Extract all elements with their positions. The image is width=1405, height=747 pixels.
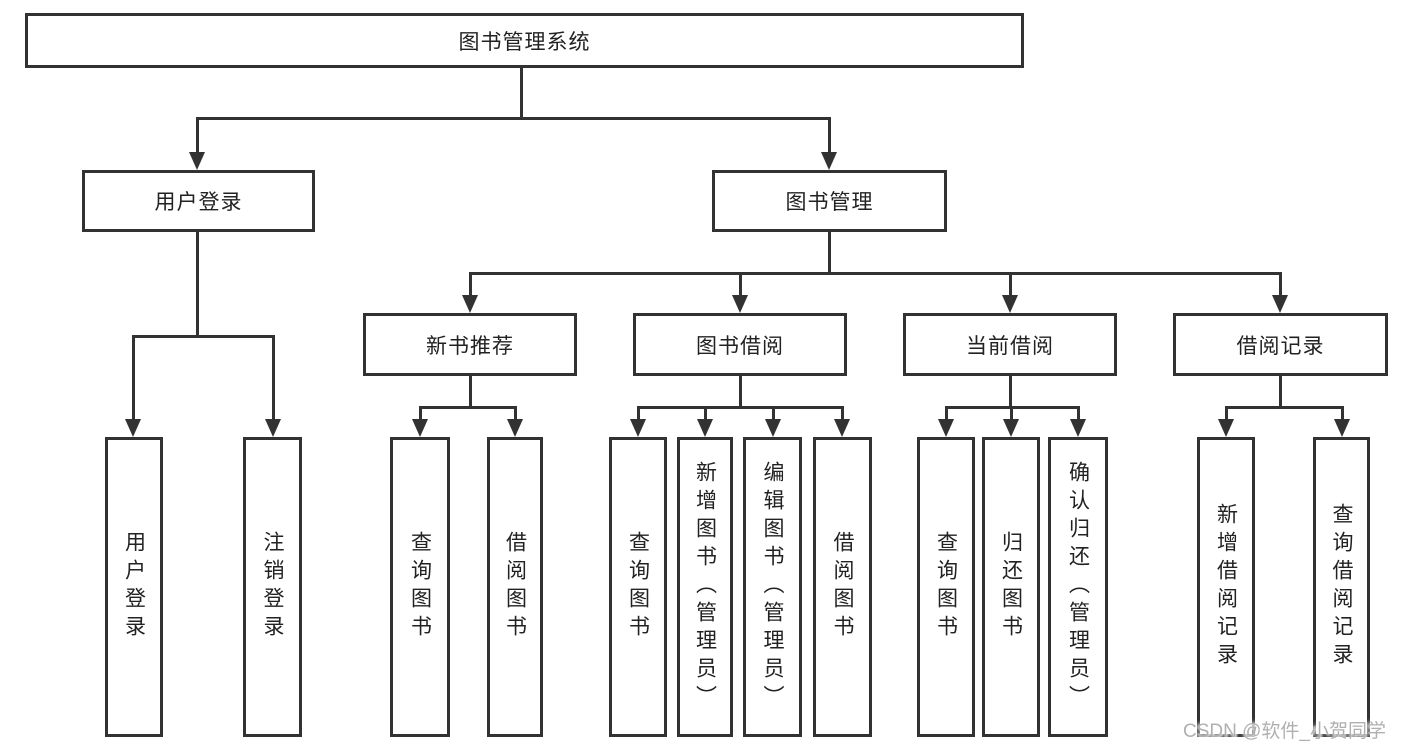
leaf-cb-confirm-return-admin-label: 确认归还（管理员） [1066, 461, 1090, 713]
connector-stem-current-borrowing [1009, 272, 1012, 296]
arrowhead-cb-confirm [1070, 419, 1086, 437]
arrowhead-leaf-user-login [125, 419, 141, 437]
arrowhead-br-query [1334, 419, 1350, 437]
leaf-nb-query-books-label: 查询图书 [408, 531, 432, 643]
node-library-system: 图书管理系统 [25, 13, 1024, 68]
node-book-management: 图书管理 [712, 170, 947, 232]
arrowhead-cb-return [1003, 419, 1019, 437]
arrowhead-bb-edit [765, 419, 781, 437]
connector-user-login-down [196, 232, 199, 337]
connector-stem-nb-borrow [514, 406, 517, 421]
node-borrowing-records-label: 借阅记录 [1236, 334, 1325, 358]
leaf-bb-borrow-books-label: 借阅图书 [831, 531, 854, 643]
connector-stem-nb-query [419, 406, 422, 421]
connector-borrowing-records-bar [1225, 406, 1343, 409]
arrowhead-book-management [821, 152, 837, 170]
arrowhead-nb-query [412, 419, 428, 437]
arrowhead-bb-query [630, 419, 646, 437]
node-borrowing-records: 借阅记录 [1173, 313, 1388, 376]
leaf-cb-return-book: 归还图书 [982, 437, 1040, 737]
leaf-user-login: 用户登录 [105, 437, 163, 737]
connector-current-borrowing-down [1009, 376, 1012, 408]
node-current-borrowing-label: 当前借阅 [966, 334, 1054, 358]
leaf-bb-edit-book-admin: 编辑图书（管理员） [743, 437, 802, 737]
connector-stem-cb-confirm [1077, 406, 1080, 421]
connector-stem-book-borrowing [739, 272, 742, 296]
leaf-user-login-label: 用户登录 [122, 531, 146, 643]
arrowhead-bb-borrow [834, 419, 850, 437]
connector-new-book-bar [419, 406, 517, 409]
arrowhead-book-borrowing [732, 295, 748, 313]
connector-book-borrowing-down [739, 376, 742, 408]
connector-stem-book-management [828, 117, 831, 153]
leaf-bb-query-books: 查询图书 [609, 437, 667, 737]
leaf-logout: 注销登录 [243, 437, 302, 737]
connector-stem-cb-return [1010, 406, 1013, 421]
arrowhead-user-login [189, 152, 205, 170]
arrowhead-new-book [462, 295, 478, 313]
leaf-bb-query-books-label: 查询图书 [626, 531, 650, 643]
leaf-br-query-record-label: 查询借阅记录 [1330, 503, 1353, 671]
node-new-book-recommend-label: 新书推荐 [426, 334, 514, 358]
leaf-br-add-record-label: 新增借阅记录 [1214, 503, 1238, 671]
leaf-nb-borrow-books-label: 借阅图书 [503, 531, 527, 643]
connector-stem-borrowing-records [1279, 272, 1282, 296]
connector-stem-bb-add [704, 406, 707, 421]
node-book-borrowing-label: 图书借阅 [696, 334, 784, 358]
arrowhead-br-add [1218, 419, 1234, 437]
leaf-nb-query-books: 查询图书 [390, 437, 450, 737]
connector-borrowing-records-down [1279, 376, 1282, 408]
connector-level3-bar [469, 272, 1282, 275]
connector-root-trunk [520, 68, 523, 118]
arrowhead-leaf-logout [265, 419, 281, 437]
leaf-bb-borrow-books: 借阅图书 [813, 437, 872, 737]
connector-stem-bb-borrow [841, 406, 844, 421]
connector-stem-bb-query [637, 406, 640, 421]
connector-stem-leaf-logout [272, 335, 275, 420]
leaf-logout-label: 注销登录 [261, 531, 284, 643]
arrowhead-cb-query [938, 419, 954, 437]
leaf-bb-add-book-admin: 新增图书（管理员） [677, 437, 733, 737]
arrowhead-borrowing-records [1272, 295, 1288, 313]
node-new-book-recommend: 新书推荐 [363, 313, 577, 376]
arrowhead-current-borrowing [1002, 295, 1018, 313]
connector-stem-bb-edit [772, 406, 775, 421]
leaf-br-query-record: 查询借阅记录 [1313, 437, 1370, 737]
connector-user-login-bar [132, 335, 274, 338]
arrowhead-nb-borrow [507, 419, 523, 437]
csdn-watermark: CSDN @软件_小贺同学 [1183, 721, 1386, 742]
node-user-login: 用户登录 [82, 170, 315, 232]
leaf-cb-query-books-label: 查询图书 [934, 531, 958, 643]
connector-book-management-down [828, 232, 831, 274]
node-book-borrowing: 图书借阅 [633, 313, 847, 376]
leaf-bb-add-book-admin-label: 新增图书（管理员） [693, 461, 717, 713]
connector-stem-leaf-user-login [132, 335, 135, 420]
connector-stem-new-book [469, 272, 472, 296]
leaf-cb-query-books: 查询图书 [917, 437, 975, 737]
node-current-borrowing: 当前借阅 [903, 313, 1117, 376]
connector-new-book-down [469, 376, 472, 408]
leaf-br-add-record: 新增借阅记录 [1197, 437, 1255, 737]
connector-stem-br-add [1225, 406, 1228, 421]
leaf-cb-return-book-label: 归还图书 [999, 531, 1023, 643]
connector-level2-bar [196, 117, 831, 120]
arrowhead-bb-add [697, 419, 713, 437]
connector-book-borrowing-bar [637, 406, 844, 409]
connector-stem-user-login [196, 117, 199, 153]
node-book-management-label: 图书管理 [785, 191, 874, 214]
leaf-nb-borrow-books: 借阅图书 [487, 437, 543, 737]
leaf-bb-edit-book-admin-label: 编辑图书（管理员） [761, 461, 784, 713]
node-library-system-label: 图书管理系统 [458, 30, 591, 54]
leaf-cb-confirm-return-admin: 确认归还（管理员） [1048, 437, 1108, 737]
connector-stem-cb-query [945, 406, 948, 421]
node-user-login-label: 用户登录 [154, 191, 243, 214]
connector-stem-br-query [1341, 406, 1344, 421]
